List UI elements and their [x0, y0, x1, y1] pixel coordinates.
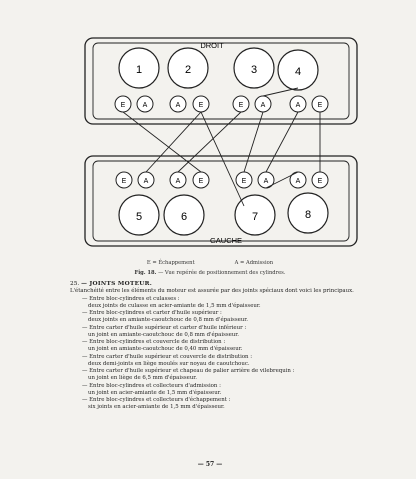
- gasket-item-detail: deux joints en amiante-caoutchouc de 0,8…: [88, 317, 248, 324]
- label-gauche: GAUCHE: [210, 236, 242, 245]
- gasket-item-detail: six joints en acier-amiante de 1,5 mm d'…: [88, 404, 225, 411]
- cylinder-1-label: 1: [136, 64, 142, 76]
- gasket-item-detail: un joint en amiante-caoutchouc de 0,8 mm…: [88, 331, 239, 338]
- top-valve-2-label: A: [143, 102, 148, 109]
- cylinder-4: [277, 49, 319, 91]
- cylinder-5-label: 5: [136, 211, 142, 223]
- cylinder-3: [233, 47, 275, 89]
- top-valve-7-label: A: [296, 102, 301, 109]
- figure-legend: E = Échappement A = Admission: [60, 260, 360, 266]
- cylinder-6: [163, 194, 205, 236]
- figure-number: Fig. 18.: [134, 270, 157, 276]
- cylinder-4-label: 4: [295, 66, 301, 78]
- cylinder-position-figure: DROIT GAUCHE 1 2 3 4 5 6 7 8: [84, 37, 358, 247]
- gasket-item-heading: — Entre bloc-cylindres et collecteurs d'…: [82, 397, 231, 403]
- top-valve-5-label: E: [239, 102, 244, 109]
- cylinder-7-label: 7: [252, 211, 258, 223]
- section-intro: L'étanchéité entre les éléments du moteu…: [70, 288, 354, 295]
- connector-line: [122, 111, 202, 173]
- connector-line: [177, 111, 242, 173]
- section-title: — JOINTS MOTEUR.: [81, 281, 153, 287]
- connector-line: [265, 111, 299, 173]
- figure-caption: E = Échappement A = Admission Fig. 18. —…: [60, 260, 360, 276]
- bottom-valve-6-label: A: [264, 178, 269, 185]
- cylinder-3-label: 3: [251, 64, 257, 76]
- gasket-item-heading: — Entre carter d'huile supérieur et couv…: [82, 353, 253, 360]
- legend-intake: A = Admission: [234, 260, 274, 266]
- cylinder-6-label: 6: [181, 211, 187, 223]
- gasket-item-detail: deux demi-joints en liège moulés sur noy…: [88, 360, 250, 367]
- connector-line: [200, 111, 245, 207]
- cylinder-5: [118, 194, 160, 236]
- legend-exhaust: E = Échappement: [146, 260, 195, 266]
- right-cylinder-head-outline: [84, 37, 358, 125]
- gasket-item-detail: un joint en amiante-caoutchouc de 0,40 m…: [88, 346, 243, 353]
- bottom-valve-2-label: A: [144, 178, 149, 185]
- gasket-item-heading: — Entre carter d'huile supérieur et cart…: [82, 324, 247, 331]
- top-valve-1-label: E: [121, 102, 126, 109]
- gasket-item-heading: — Entre carter d'huile supérieur et chap…: [82, 368, 295, 374]
- connector-line: [262, 87, 299, 97]
- figure-title: Fig. 18. — Vue repérée de positionnement…: [60, 270, 360, 276]
- section-number: 25.: [70, 281, 80, 287]
- bottom-valve-1-label: E: [122, 178, 127, 185]
- cylinder-8-label: 8: [305, 209, 311, 221]
- gasket-item-detail: un joint en acier-amiante de 1,5 mm d'ép…: [88, 389, 222, 396]
- bottom-valve-5-label: E: [242, 178, 247, 185]
- cylinder-8: [287, 192, 329, 234]
- connector-line: [243, 111, 264, 173]
- top-valve-4-label: E: [199, 102, 204, 109]
- top-valve-3: [169, 95, 187, 113]
- left-cylinder-head-inner: [92, 160, 350, 242]
- gasket-item-heading: — Entre bloc-cylindres et carter d'huile…: [82, 310, 222, 316]
- section-heading: 25. — JOINTS MOTEUR.: [70, 281, 374, 288]
- gasket-item-detail: un joint en liège de 6,5 mm d'épaisseur.: [88, 375, 197, 382]
- gasket-item-detail: deux joints de culasse en acier-amiante …: [88, 302, 261, 309]
- bottom-valve-7-label: A: [296, 178, 301, 185]
- bottom-valve-8-label: E: [318, 178, 323, 185]
- top-valve-6-label: A: [261, 102, 266, 109]
- page-number: — 57 —: [197, 461, 223, 468]
- right-cylinder-head-inner: [92, 42, 350, 120]
- cylinder-2-label: 2: [185, 64, 191, 76]
- bottom-valve-4-label: E: [199, 178, 204, 185]
- gasket-item-heading: — Entre bloc-cylindres et culasses :: [82, 295, 180, 302]
- gasket-item-heading: — Entre bloc-cylindres et couvercle de d…: [82, 339, 226, 345]
- top-valve-3-label: A: [176, 102, 181, 109]
- connector-line: [265, 171, 299, 189]
- cylinder-1: [118, 47, 160, 89]
- top-valve-2: [136, 95, 154, 113]
- label-droit: DROIT: [200, 41, 224, 50]
- cylinder-2: [167, 47, 209, 89]
- gasket-item-heading: — Entre bloc-cylindres et collecteurs d'…: [82, 382, 221, 389]
- connector-line: [145, 111, 202, 173]
- bottom-valve-3-label: A: [176, 178, 181, 185]
- section-body: 25. — JOINTS MOTEUR. L'étanchéité entre …: [70, 281, 374, 412]
- figure-description: — Vue repérée de positionnement des cyli…: [158, 270, 286, 276]
- top-valve-8-label: E: [318, 102, 323, 109]
- cylinder-7: [234, 194, 276, 236]
- bottom-valve-1: [115, 171, 133, 189]
